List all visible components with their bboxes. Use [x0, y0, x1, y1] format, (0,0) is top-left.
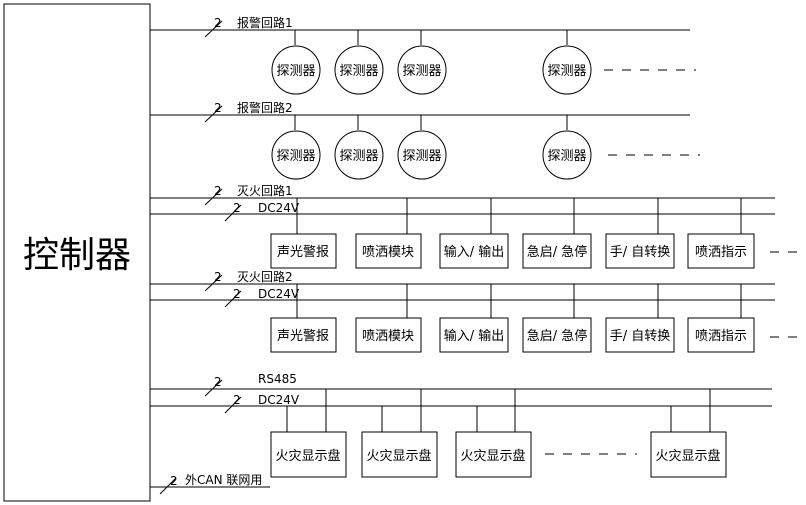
svg-text:探测器: 探测器 [547, 64, 586, 79]
extinguish-loop-1-power-count: 2 [233, 201, 241, 215]
display-bus-power-label: DC24V [258, 393, 300, 407]
display-bus-label: RS485 [258, 372, 297, 386]
display-bus-count: 2 [214, 375, 222, 389]
extinguish-loop-1-label: 灭火回路1 [237, 183, 293, 198]
alarm-loop-2-count: 2 [214, 101, 222, 115]
svg-text:输入/ 输出: 输入/ 输出 [444, 244, 505, 260]
controller: 控制器 [3, 3, 151, 502]
module-box: 喷洒模块 [355, 317, 422, 353]
svg-text:探测器: 探测器 [339, 149, 378, 164]
detector: 探测器 [542, 45, 592, 95]
extinguish-loop-2-power-count: 2 [233, 287, 241, 301]
module-box: 喷洒指示 [687, 317, 755, 353]
extinguish-loop-2: 2 灭火回路2 2 DC24V 声光警报 喷洒模块 输入/ 输出 急启/ 急停 … [150, 269, 804, 353]
extinguish-loop-2-label: 灭火回路2 [237, 269, 293, 284]
detector: 探测器 [542, 130, 592, 180]
svg-text:火灾显示盘: 火灾显示盘 [655, 448, 720, 464]
svg-text:急启/ 急停: 急启/ 急停 [527, 244, 588, 260]
svg-text:火灾显示盘: 火灾显示盘 [460, 448, 525, 464]
svg-text:声光警报: 声光警报 [277, 328, 329, 344]
extinguish-loop-2-power-label: DC24V [258, 287, 300, 301]
controller-label: 控制器 [23, 235, 131, 276]
svg-text:手/ 自转换: 手/ 自转换 [610, 329, 671, 344]
external-can-label: 外CAN 联网用 [185, 473, 262, 487]
svg-text:急启/ 急停: 急启/ 急停 [527, 328, 588, 344]
fire-display-panel: 火灾显示盘 [650, 431, 727, 478]
extinguish-loop-1: 2 灭火回路1 2 DC24V 声光警报 喷洒模块 输入/ 输出 急启/ 急停 … [150, 183, 804, 269]
svg-text:喷洒模块: 喷洒模块 [362, 245, 414, 260]
display-bus-power-count: 2 [233, 393, 241, 407]
svg-text:探测器: 探测器 [402, 149, 441, 164]
svg-text:喷洒指示: 喷洒指示 [695, 245, 747, 260]
module-box: 喷洒指示 [687, 233, 755, 269]
detector: 探测器 [397, 130, 447, 180]
svg-text:喷洒指示: 喷洒指示 [695, 329, 747, 344]
svg-text:手/ 自转换: 手/ 自转换 [610, 245, 671, 260]
svg-text:声光警报: 声光警报 [277, 244, 329, 260]
alarm-loop-1-label: 报警回路1 [237, 15, 293, 30]
detector: 探测器 [334, 130, 384, 180]
module-box: 急启/ 急停 [522, 233, 592, 269]
extinguish-loop-2-count: 2 [214, 270, 222, 284]
module-box: 声光警报 [270, 317, 337, 353]
svg-text:喷洒模块: 喷洒模块 [362, 329, 414, 344]
svg-text:输入/ 输出: 输入/ 输出 [444, 328, 505, 344]
module-box: 输入/ 输出 [439, 233, 509, 269]
alarm-loop-2-label: 报警回路2 [237, 100, 293, 115]
extinguish-loop-1-power-label: DC24V [258, 201, 300, 215]
detector: 探测器 [397, 45, 447, 95]
module-box: 手/ 自转换 [605, 317, 675, 353]
module-box: 声光警报 [270, 233, 337, 269]
external-can-bus: 2 外CAN 联网用 [150, 473, 270, 495]
extinguish-loop-1-count: 2 [214, 184, 222, 198]
fire-display-panel: 火灾显示盘 [455, 431, 532, 478]
svg-text:火灾显示盘: 火灾显示盘 [366, 448, 431, 464]
svg-text:火灾显示盘: 火灾显示盘 [275, 448, 340, 464]
detector: 探测器 [271, 45, 321, 95]
fire-display-panel: 火灾显示盘 [270, 431, 347, 478]
detector: 探测器 [271, 130, 321, 180]
detector: 探测器 [334, 45, 384, 95]
svg-text:探测器: 探测器 [339, 64, 378, 79]
svg-text:探测器: 探测器 [276, 149, 315, 164]
fire-display-panel: 火灾显示盘 [361, 431, 438, 478]
external-can-count: 2 [170, 474, 178, 488]
module-box: 输入/ 输出 [439, 317, 509, 353]
alarm-loop-1-count: 2 [214, 16, 222, 30]
alarm-loop-2: 2 报警回路2 探测器 探测器 探测器 探测器 [150, 100, 700, 180]
svg-text:探测器: 探测器 [547, 149, 586, 164]
module-box: 喷洒模块 [355, 233, 422, 269]
module-box: 急启/ 急停 [522, 317, 592, 353]
svg-text:探测器: 探测器 [402, 64, 441, 79]
display-bus: 2 RS485 2 DC24V 火灾显示盘 火灾显示盘 火灾显示盘 火灾显示盘 [150, 372, 772, 478]
svg-text:探测器: 探测器 [276, 64, 315, 79]
alarm-loop-1: 2 报警回路1 探测器 探测器 探测器 探测器 [150, 15, 696, 95]
module-box: 手/ 自转换 [605, 233, 675, 269]
